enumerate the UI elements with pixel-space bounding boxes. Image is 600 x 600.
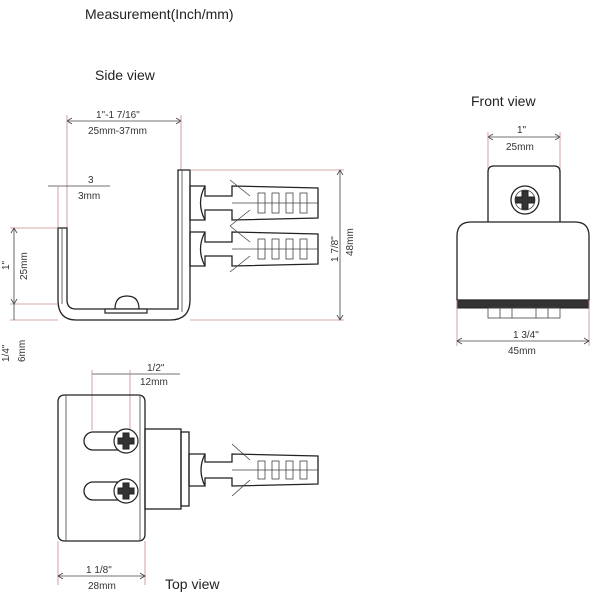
diagram-title: Measurement(Inch/mm) — [85, 6, 234, 22]
side-view: Side view 1"-1 7/16" 25mm-37mm 3 3mm 1" … — [1, 67, 356, 362]
side-total-mm-label: 48mm — [345, 228, 356, 256]
side-anchor-top — [189, 179, 319, 227]
top-slot-inch-label: 1/2" — [147, 363, 165, 374]
side-width-inch-label: 1"-1 7/16" — [96, 110, 140, 121]
top-plate — [57, 394, 146, 542]
side-screw-head — [114, 295, 140, 310]
side-base-inch-label: 1/4" — [1, 344, 12, 362]
side-base-mm-label: 6mm — [17, 340, 28, 362]
side-height-mm-label: 25mm — [19, 252, 30, 280]
side-thickness-inch-label: 3 — [88, 175, 94, 186]
top-width-mm-label: 28mm — [88, 581, 116, 592]
front-width-inch-label: 1 3/4" — [513, 330, 539, 341]
front-screw-head — [510, 185, 540, 215]
top-screw-lower — [113, 478, 139, 504]
top-anchor — [188, 443, 319, 497]
side-bracket-body — [57, 169, 191, 321]
front-base-strip — [456, 299, 590, 309]
side-thickness-mm-label: 3mm — [78, 191, 100, 202]
front-tab — [487, 165, 561, 222]
side-total-inch-label: 1 7/8" — [330, 236, 341, 262]
side-width-mm-label: 25mm-37mm — [88, 126, 147, 137]
front-body — [456, 221, 590, 301]
top-view-label: Top view — [165, 576, 220, 592]
front-width-mm-label: 45mm — [508, 346, 536, 357]
front-top-inch-label: 1" — [517, 125, 527, 136]
top-width-inch-label: 1 1/8" — [86, 565, 112, 576]
side-height-inch-label: 1" — [1, 260, 12, 270]
front-view-label: Front view — [471, 93, 536, 109]
front-top-mm-label: 25mm — [506, 142, 534, 153]
top-flange — [144, 428, 182, 510]
top-screw-upper — [113, 428, 139, 454]
top-view: Top view 1/2" 12mm — [57, 363, 319, 592]
side-view-label: Side view — [95, 67, 156, 83]
front-view: Front view 1" 25mm 1 3/4" 45mm — [456, 93, 590, 357]
top-slot-mm-label: 12mm — [140, 377, 168, 388]
side-anchor-bottom — [189, 225, 319, 273]
